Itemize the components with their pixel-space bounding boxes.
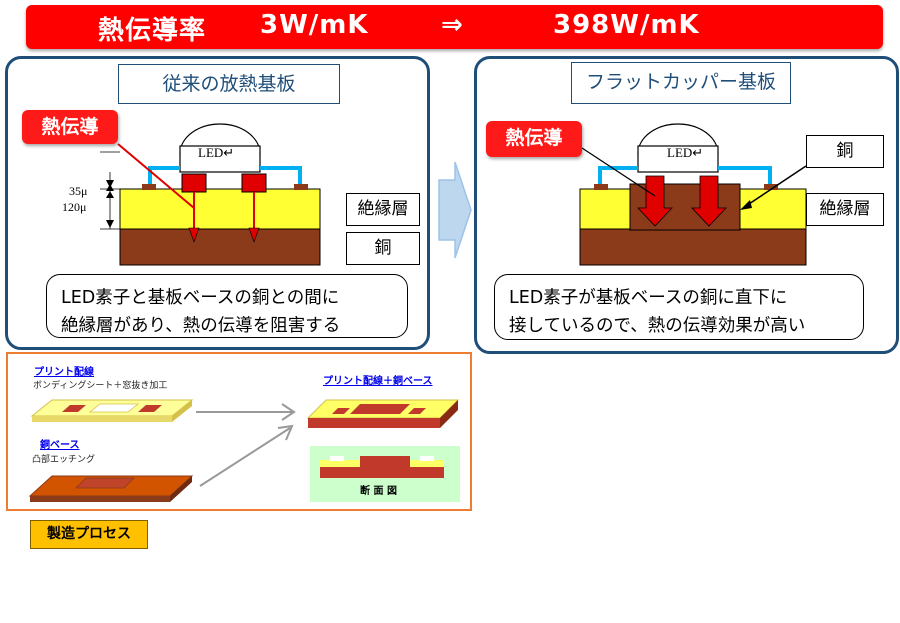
flat-copper-board-diagram bbox=[579, 123, 807, 266]
dim-120-label: 120μ bbox=[62, 200, 87, 214]
caption-left-line2: 絶縁層があり、熱の伝導を阻害する bbox=[61, 316, 341, 336]
insulation-layer-left bbox=[119, 188, 321, 230]
pad-left-2 bbox=[294, 184, 308, 190]
heat-conduction-tag-left: 熱伝導 bbox=[22, 110, 118, 144]
led-label-left: LED↵ bbox=[198, 145, 235, 160]
flat-copper-board-title: フラットカッパー基板 bbox=[571, 62, 791, 104]
title-banner: 熱伝導率 3W/mK ⇒ 398W/mK bbox=[26, 5, 883, 49]
pad-left-1 bbox=[142, 184, 156, 190]
tag-pointer-left bbox=[117, 143, 195, 209]
wire-left-b bbox=[260, 166, 302, 188]
copper-base-right bbox=[579, 228, 807, 266]
dim-35-label: 35μ bbox=[69, 184, 88, 198]
wiring-title: プリント配線 bbox=[34, 367, 94, 378]
combined-title: プリント配線＋銅ベース bbox=[323, 376, 433, 387]
wiring-subtitle: ボンディングシート＋窓抜き加工 bbox=[33, 381, 168, 391]
wire-left-a bbox=[148, 166, 180, 188]
heat-conduction-tag-right: 熱伝導 bbox=[486, 121, 582, 157]
caption-right-line2: 接しているので、熱の伝導効果が高い bbox=[509, 316, 806, 336]
heat-arrow-right-1 bbox=[637, 175, 673, 227]
copper-label-left: 銅 bbox=[346, 232, 420, 265]
conventional-board-title: 従来の放熱基板 bbox=[118, 64, 340, 104]
conventional-board-diagram bbox=[100, 123, 321, 266]
caption-right-line1: LED素子が基板ベースの銅に直下に bbox=[509, 288, 788, 308]
electrode-left-2 bbox=[241, 173, 267, 193]
banner-title: 熱伝導率 bbox=[98, 16, 207, 46]
manufacturing-process-button[interactable]: 製造プロセス bbox=[30, 520, 148, 549]
banner-left-value: 3W/mK bbox=[260, 10, 369, 40]
transition-arrow bbox=[438, 161, 472, 259]
copper-base-subtitle: 凸部エッチング bbox=[32, 455, 96, 465]
flat-copper-caption: LED素子が基板ベースの銅に直下に 接しているので、熱の伝導効果が高い bbox=[494, 274, 864, 340]
electrode-left-1 bbox=[181, 173, 207, 193]
copper-base-title: 銅ベース bbox=[40, 440, 80, 451]
banner-right-value: 398W/mK bbox=[553, 10, 700, 40]
led-label-right: LED↵ bbox=[667, 145, 704, 160]
heat-arrow-left-2 bbox=[248, 227, 260, 243]
process-diagram bbox=[28, 399, 460, 502]
copper-label-right: 銅 bbox=[806, 135, 884, 168]
led-body-left bbox=[179, 145, 261, 173]
banner-arrow: ⇒ bbox=[441, 10, 464, 40]
insulation-label-left: 絶縁層 bbox=[346, 193, 420, 226]
heat-arrow-right-2 bbox=[691, 175, 727, 227]
copper-base-left bbox=[119, 228, 321, 266]
heat-arrow-left-1 bbox=[188, 227, 200, 243]
caption-left-line1: LED素子と基板ベースの銅との間に bbox=[61, 288, 340, 308]
conventional-caption: LED素子と基板ベースの銅との間に 絶縁層があり、熱の伝導を阻害する bbox=[46, 274, 408, 338]
insulation-label-right: 絶縁層 bbox=[806, 193, 884, 226]
cross-section-label: 断 面 図 bbox=[360, 486, 397, 497]
